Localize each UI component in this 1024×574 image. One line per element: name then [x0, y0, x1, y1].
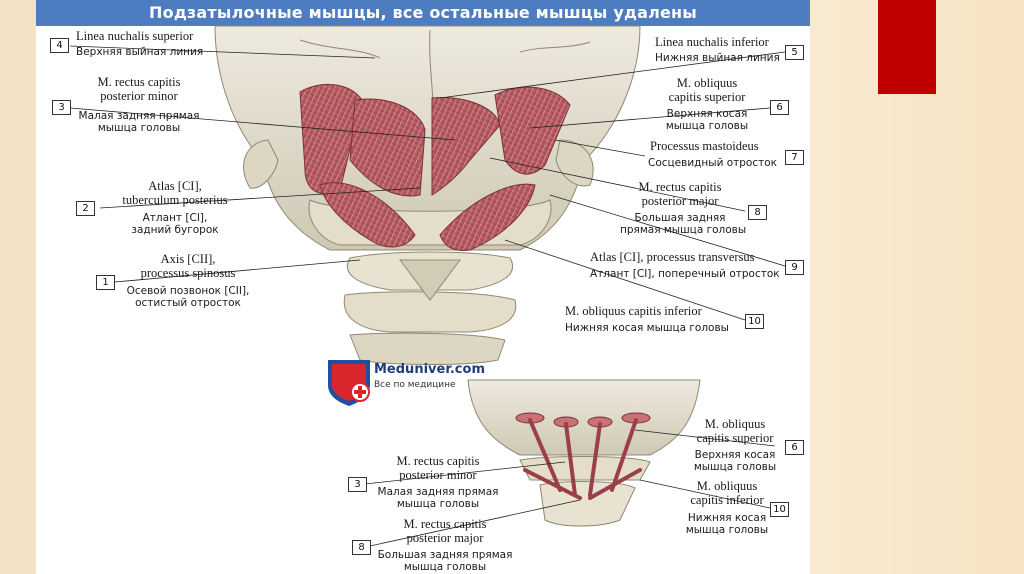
inset-obliquus-superior-latin-2: capitis superior [680, 432, 790, 445]
label-axis-latin-2: processus spinosus [118, 267, 258, 280]
inset-obliquus-inferior-latin-1: M. obliquus [672, 480, 782, 493]
inset-rectus-major-ru-2: мышца головы [370, 561, 520, 574]
inset-number-8: 8 [352, 540, 371, 555]
label-number-2: 2 [76, 201, 95, 216]
inset-obliquus-superior-latin-1: M. obliquus [680, 418, 790, 431]
inset-obliquus-inferior-latin-2: capitis inferior [672, 494, 782, 507]
label-rectus-major-latin-2: posterior major [620, 195, 740, 208]
label-number-6: 6 [770, 100, 789, 115]
label-atlas-transversus-ru: Атлант [CI], поперечный отросток [590, 268, 780, 281]
label-linea-nuchalis-superior: Linea nuchalis superior [76, 30, 193, 43]
label-rectus-major-latin-1: M. rectus capitis [620, 181, 740, 194]
label-number-5: 5 [785, 45, 804, 60]
label-obliquus-inferior-ru: Нижняя косая мышца головы [565, 322, 729, 335]
label-number-10: 10 [745, 314, 764, 329]
inset-rectus-minor-latin-1: M. rectus capitis [368, 455, 508, 468]
logo-tagline: Все по медицине [374, 380, 456, 390]
label-rectus-minor-latin-2: posterior minor [74, 90, 204, 103]
inset-obliquus-superior-ru-2: мышца головы [680, 461, 790, 474]
label-obliquus-inferior: M. obliquus capitis inferior [565, 305, 702, 318]
meduniver-logo: Meduniver.com Все по медицине [326, 356, 476, 406]
inset-number-6: 6 [785, 440, 804, 455]
label-atlas-transversus: Atlas [CI], processus transversus [590, 251, 755, 264]
label-number-9: 9 [785, 260, 804, 275]
inset-number-10: 10 [770, 502, 789, 517]
label-obliquus-superior-latin-2: capitis superior [652, 91, 762, 104]
label-rectus-major-ru-2: прямая мышца головы [620, 224, 740, 237]
label-axis-latin-1: Axis [CII], [118, 253, 258, 266]
cervical-vertebrae [309, 200, 551, 365]
label-atlas-latin-1: Atlas [CI], [110, 180, 240, 193]
logo-name: Meduniver.com [374, 362, 485, 377]
label-linea-nuchalis-inferior-ru: Нижняя выйная линия [655, 52, 780, 65]
label-linea-nuchalis-inferior: Linea nuchalis inferior [655, 36, 769, 49]
label-number-3: 3 [52, 100, 71, 115]
label-atlas-latin-2: tuberculum posterius [110, 194, 240, 207]
label-rectus-minor-latin-1: M. rectus capitis [74, 76, 204, 89]
label-processus-mastoideus: Processus mastoideus [650, 140, 759, 153]
inset-rectus-minor-ru-2: мышца головы [368, 498, 508, 511]
label-rectus-minor-ru-2: мышца головы [74, 122, 204, 135]
label-processus-mastoideus-ru: Сосцевидный отросток [648, 157, 777, 170]
inset-number-3: 3 [348, 477, 367, 492]
inset-obliquus-inferior-ru-2: мышца головы [672, 524, 782, 537]
label-number-4: 4 [50, 38, 69, 53]
label-obliquus-superior-latin-1: M. obliquus [652, 77, 762, 90]
label-linea-nuchalis-superior-ru: Верхняя выйная линия [76, 46, 203, 59]
inset-rectus-major-latin-2: posterior major [370, 532, 520, 545]
label-axis-ru-2: остистый отросток [118, 297, 258, 310]
label-number-7: 7 [785, 150, 804, 165]
inset-rectus-major-latin-1: M. rectus capitis [370, 518, 520, 531]
inset-rectus-minor-latin-2: posterior minor [368, 469, 508, 482]
label-obliquus-superior-ru-2: мышца головы [652, 120, 762, 133]
label-atlas-ru-2: задний бугорок [110, 224, 240, 237]
label-number-8: 8 [748, 205, 767, 220]
label-number-1: 1 [96, 275, 115, 290]
